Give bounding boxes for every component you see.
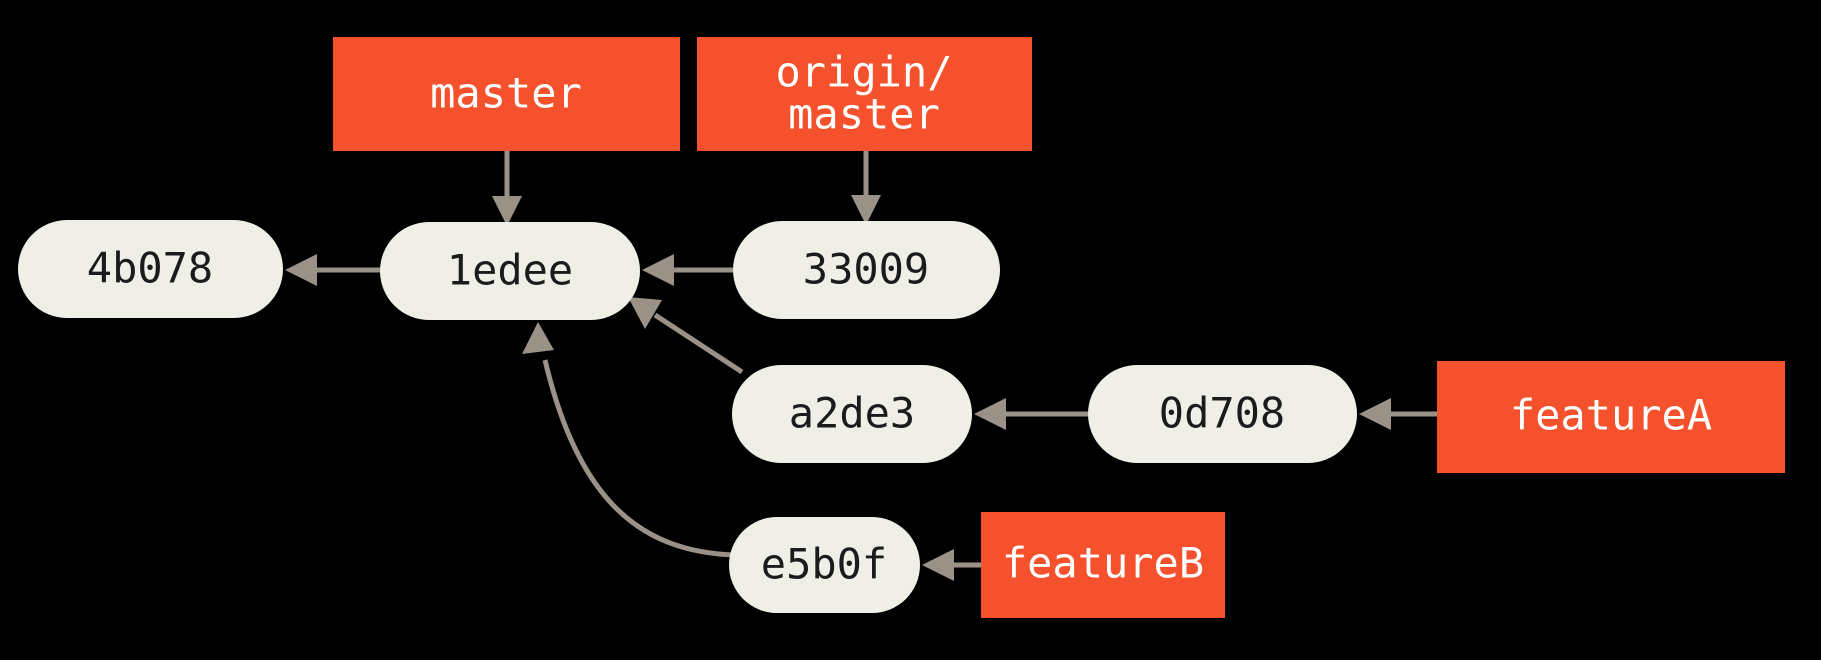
ref-node-featureA[interactable]: featureA	[1437, 361, 1785, 473]
ref-node-shape	[981, 512, 1225, 618]
ref-node-featureB[interactable]: featureB	[981, 512, 1225, 618]
commit-node-a2de3[interactable]: a2de3	[732, 365, 972, 463]
ref-node-shape	[333, 37, 680, 151]
commit-node-label: a2de3	[789, 389, 915, 438]
edge-origin-master-to-33009	[851, 151, 881, 225]
ref-node-origin-master[interactable]: origin/ master	[697, 37, 1032, 151]
edge-featureA-to-0d708	[1359, 398, 1437, 430]
commit-node-label: 0d708	[1159, 389, 1285, 438]
ref-node-master[interactable]: master	[333, 37, 680, 151]
commit-node-label: e5b0f	[761, 540, 887, 589]
ref-node-shape	[1437, 361, 1785, 473]
ref-node-label: featureB	[1002, 539, 1204, 588]
ref-node-label-line2: master	[788, 90, 940, 139]
commit-node-4b078[interactable]: 4b078	[18, 220, 283, 318]
commit-node-label: 4b078	[87, 244, 213, 293]
commit-node-label: 33009	[803, 245, 929, 294]
commit-node-shape	[733, 221, 1000, 319]
ref-node-shape	[697, 37, 1032, 151]
commit-node-0d708[interactable]: 0d708	[1088, 365, 1357, 463]
edge-33009-to-1edee	[642, 254, 733, 286]
commit-node-33009[interactable]: 33009	[733, 221, 1000, 319]
edge-0d708-to-a2de3	[974, 398, 1088, 430]
edge-layer	[285, 151, 1437, 581]
ref-node-label-line1: origin/	[775, 48, 952, 97]
commit-node-shape	[380, 222, 640, 320]
commit-node-layer: 4b078 1edee 33009 a2de3 0d708 e5b0f	[18, 220, 1357, 613]
edge-master-to-1edee	[492, 151, 522, 226]
commit-node-label: 1edee	[447, 246, 573, 295]
commit-node-1edee[interactable]: 1edee	[380, 222, 640, 320]
commit-node-shape	[729, 517, 920, 613]
commit-node-shape	[18, 220, 283, 318]
edge-featureB-to-e5b0f	[922, 549, 981, 581]
ref-node-layer: master origin/ master featureA featureB	[333, 37, 1785, 618]
edge-1edee-to-4b078	[285, 254, 380, 286]
ref-node-label: master	[430, 69, 582, 118]
commit-node-shape	[732, 365, 972, 463]
ref-node-label: featureA	[1510, 391, 1712, 440]
commit-node-shape	[1088, 365, 1357, 463]
commit-node-e5b0f[interactable]: e5b0f	[729, 517, 920, 613]
edge-e5b0f-to-1edee	[522, 322, 736, 558]
edge-a2de3-to-1edee	[628, 297, 744, 375]
